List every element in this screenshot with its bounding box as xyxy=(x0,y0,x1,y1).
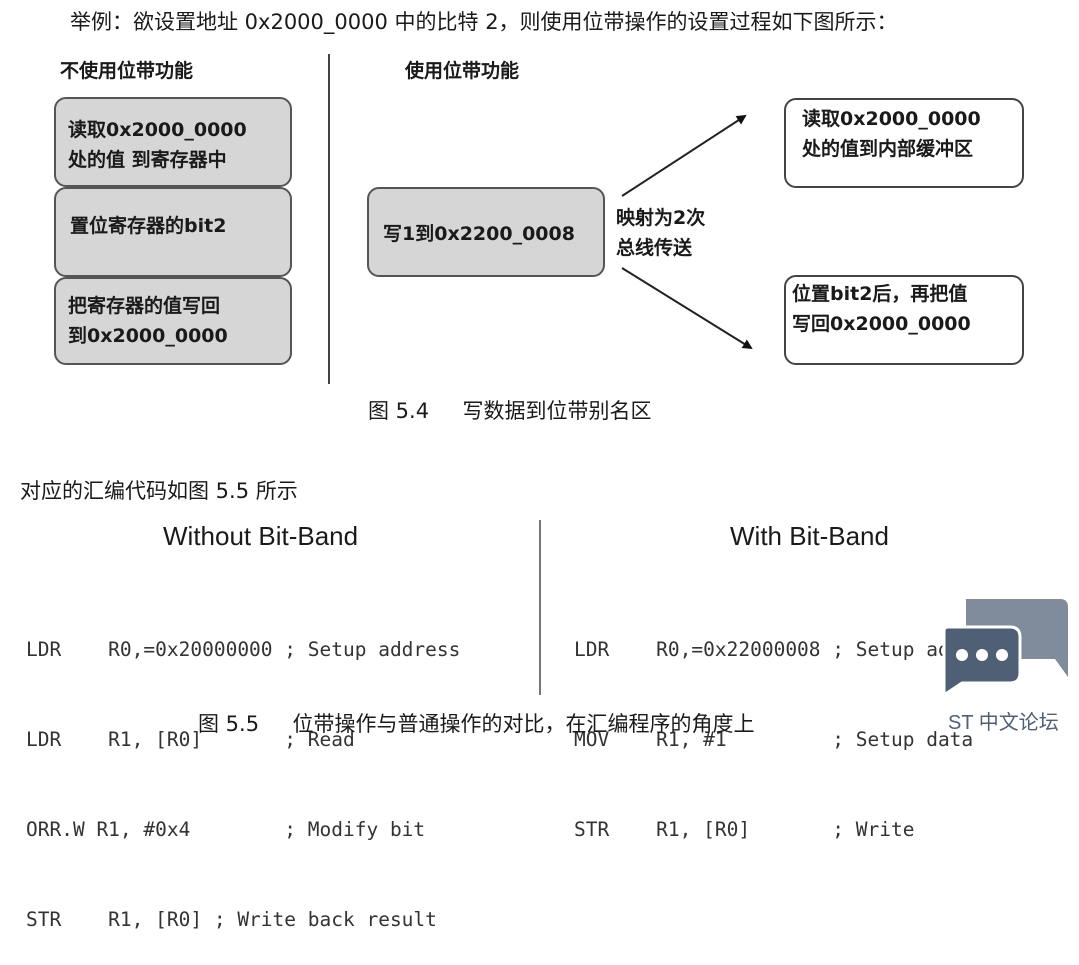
code-line: ORR.W R1, #0x4 ; Modify bit xyxy=(26,818,426,841)
bitband-write-label: 写1到0x2200_0008 xyxy=(383,223,575,245)
step-write-line-2: 到0x2000_0000 xyxy=(68,325,228,347)
result-write-line-1: 位置bit2后，再把值 xyxy=(792,283,968,305)
result-read-line-1: 读取0x2000_0000 xyxy=(802,108,981,130)
mapping-label-line-2: 总线传送 xyxy=(616,237,693,259)
arrow-down xyxy=(621,267,753,350)
code-line: LDR R0,=0x20000000 ; Setup address xyxy=(26,638,461,661)
result-read-box: 读取0x2000_0000 处的值到内部缓冲区 xyxy=(784,98,1024,188)
figure-5-5-caption: 图 5.5 位带操作与普通操作的对比，在汇编程序的角度上 xyxy=(198,712,755,736)
step-read-box: 读取0x2000_0000 处的值 到寄存器中 xyxy=(54,97,292,187)
code-divider xyxy=(539,520,541,695)
right-heading: 使用位带功能 xyxy=(405,60,520,82)
bitband-write-box: 写1到0x2200_0008 xyxy=(367,187,605,277)
left-heading: 不使用位带功能 xyxy=(60,60,194,82)
divider xyxy=(328,54,330,384)
without-bitband-code: LDR R0,=0x20000000 ; Setup address LDR R… xyxy=(26,575,460,965)
code-line: STR R1, [R0] ; Write back result xyxy=(26,908,437,931)
step-write-line-1: 把寄存器的值写回 xyxy=(68,295,221,317)
intro-text: 举例：欲设置地址 0x2000_0000 中的比特 2，则使用位带操作的设置过程… xyxy=(70,10,898,34)
mapping-label-line-1: 映射为2次 xyxy=(616,207,706,229)
step-set-line-1: 置位寄存器的bit2 xyxy=(70,215,227,237)
arrow-up xyxy=(621,114,747,197)
result-write-box: 位置bit2后，再把值 写回0x2000_0000 xyxy=(784,275,1024,365)
step-read-line-1: 读取0x2000_0000 xyxy=(68,119,247,141)
watermark-text: ST 中文论坛 xyxy=(948,712,1059,734)
step-set-box: 置位寄存器的bit2 xyxy=(54,187,292,277)
result-read-line-2: 处的值到内部缓冲区 xyxy=(802,138,974,160)
chat-bubble-icon xyxy=(942,599,1068,697)
code-intro: 对应的汇编代码如图 5.5 所示 xyxy=(20,479,298,503)
step-write-box: 把寄存器的值写回 到0x2000_0000 xyxy=(54,277,292,365)
step-read-line-2: 处的值 到寄存器中 xyxy=(68,149,227,171)
with-bitband-title: With Bit-Band xyxy=(730,521,889,551)
result-write-line-2: 写回0x2000_0000 xyxy=(792,313,971,335)
code-line: STR R1, [R0] ; Write xyxy=(574,818,915,841)
figure-5-4-caption: 图 5.4 写数据到位带别名区 xyxy=(368,399,652,423)
mapping-label: 映射为2次 总线传送 xyxy=(616,203,705,263)
mapping-arrows xyxy=(621,114,753,350)
without-bitband-title: Without Bit-Band xyxy=(163,521,359,551)
